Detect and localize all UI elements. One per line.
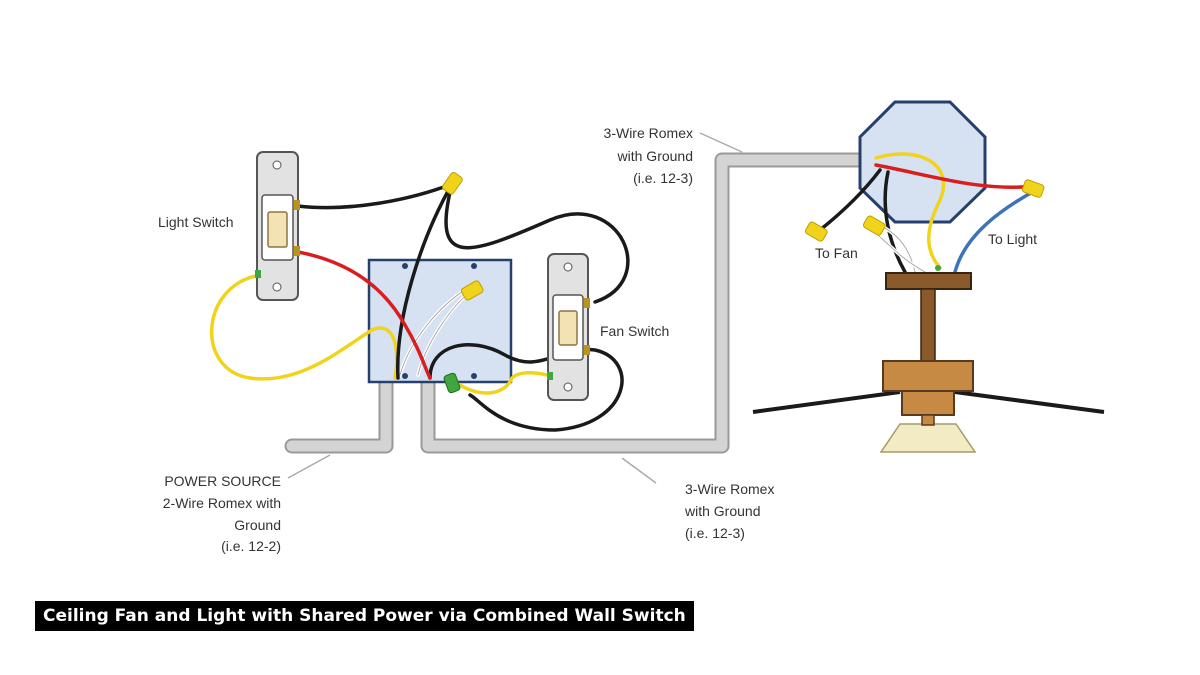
fan-switch [547,253,590,401]
fan-wire-nuts [804,179,1045,242]
label-light-switch: Light Switch [158,214,233,230]
black-wire-fan-loop [428,342,624,432]
label-romex-bottom-1: 3-Wire Romex [685,481,774,497]
labels: Light Switch Fan Switch 3-Wire Romex wit… [158,125,1037,554]
wire-nuts [442,172,484,394]
label-power-4: (i.e. 12-2) [221,538,281,554]
wiring-diagram: Light Switch Fan Switch 3-Wire Romex wit… [158,100,1105,554]
label-to-fan: To Fan [815,245,858,261]
ground-wire-fan-switch [450,371,560,395]
label-romex-top-2: with Ground [617,148,693,164]
label-fan-switch: Fan Switch [600,323,669,339]
romex-power-source [284,372,394,454]
label-power-3: Ground [234,517,281,533]
label-to-light: To Light [988,231,1037,247]
ceiling-fan [752,265,1105,453]
black-wire-light-switch [296,182,454,210]
black-wire-power [396,182,454,380]
label-romex-top-1: 3-Wire Romex [604,125,693,141]
caption-banner: Ceiling Fan and Light with Shared Power … [35,601,694,631]
label-romex-bottom-3: (i.e. 12-3) [685,525,745,541]
romex-cables [284,152,880,454]
leader-lines [287,132,743,484]
junction-box [367,258,513,384]
red-wire-light-switch [296,250,432,380]
label-power-source: POWER SOURCE [164,473,281,489]
light-switch [255,151,300,301]
ceiling-box [858,100,987,224]
wires [209,182,630,432]
black-wire-to-fan-switch [444,182,630,304]
label-romex-top-3: (i.e. 12-3) [633,170,693,186]
label-power-2: 2-Wire Romex with [163,495,281,511]
ground-wire-light-switch [209,273,399,381]
label-romex-bottom-2: with Ground [684,503,760,519]
